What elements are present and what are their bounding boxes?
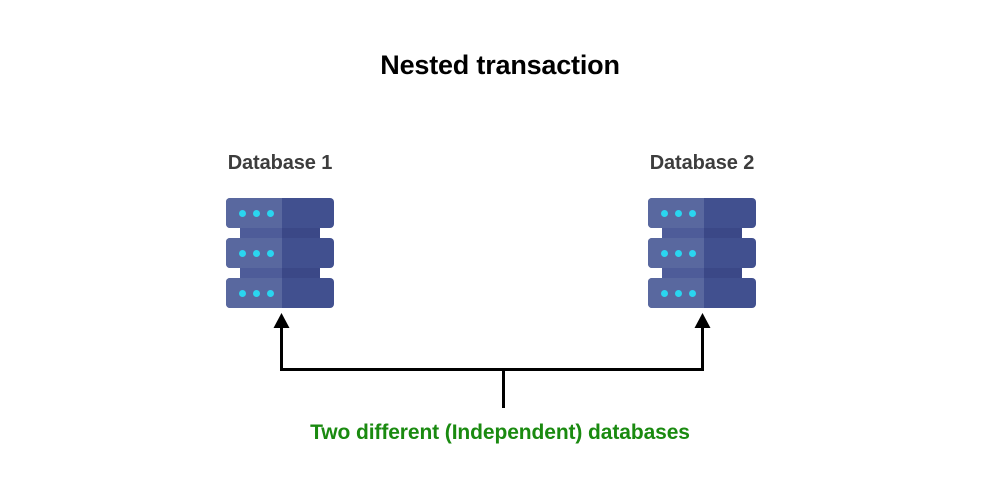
server-led-icon	[267, 250, 274, 257]
server-led-icon	[267, 290, 274, 297]
server-unit	[226, 198, 334, 228]
server-connector-bar	[240, 268, 320, 278]
diagram-caption: Two different (Independent) databases	[310, 421, 690, 444]
left-arrowhead-icon	[273, 313, 290, 328]
server-led-icon	[689, 290, 696, 297]
server-led-icon	[239, 250, 246, 257]
server-connector-bar	[662, 268, 742, 278]
database-node-2: Database 2	[592, 150, 812, 308]
server-led-icon	[253, 250, 260, 257]
server-led-icon	[239, 290, 246, 297]
database-2-label: Database 2	[649, 152, 755, 174]
server-led-icon	[661, 210, 668, 217]
server-led-icon	[675, 210, 682, 217]
database-1-label: Database 1	[227, 152, 333, 174]
server-connector-light	[240, 228, 282, 238]
database-server-icon	[648, 198, 756, 308]
server-connector-light	[662, 228, 704, 238]
diagram-title: Nested transaction	[380, 50, 620, 80]
server-led-icon	[689, 250, 696, 257]
server-connector-bar	[240, 228, 320, 238]
server-led-icon	[661, 250, 668, 257]
server-connector-light	[240, 268, 282, 278]
right-arrowhead-icon	[694, 313, 711, 328]
server-connector-light	[662, 268, 704, 278]
server-led-icon	[253, 290, 260, 297]
server-led-icon	[661, 290, 668, 297]
server-unit	[226, 278, 334, 308]
server-unit	[226, 238, 334, 268]
server-unit	[648, 238, 756, 268]
server-led-icon	[267, 210, 274, 217]
server-led-icon	[689, 210, 696, 217]
server-led-icon	[675, 290, 682, 297]
server-unit	[648, 198, 756, 228]
database-server-icon	[226, 198, 334, 308]
server-unit	[648, 278, 756, 308]
server-led-icon	[675, 250, 682, 257]
server-led-icon	[253, 210, 260, 217]
database-node-1: Database 1	[170, 150, 390, 308]
server-led-icon	[239, 210, 246, 217]
server-connector-bar	[662, 228, 742, 238]
